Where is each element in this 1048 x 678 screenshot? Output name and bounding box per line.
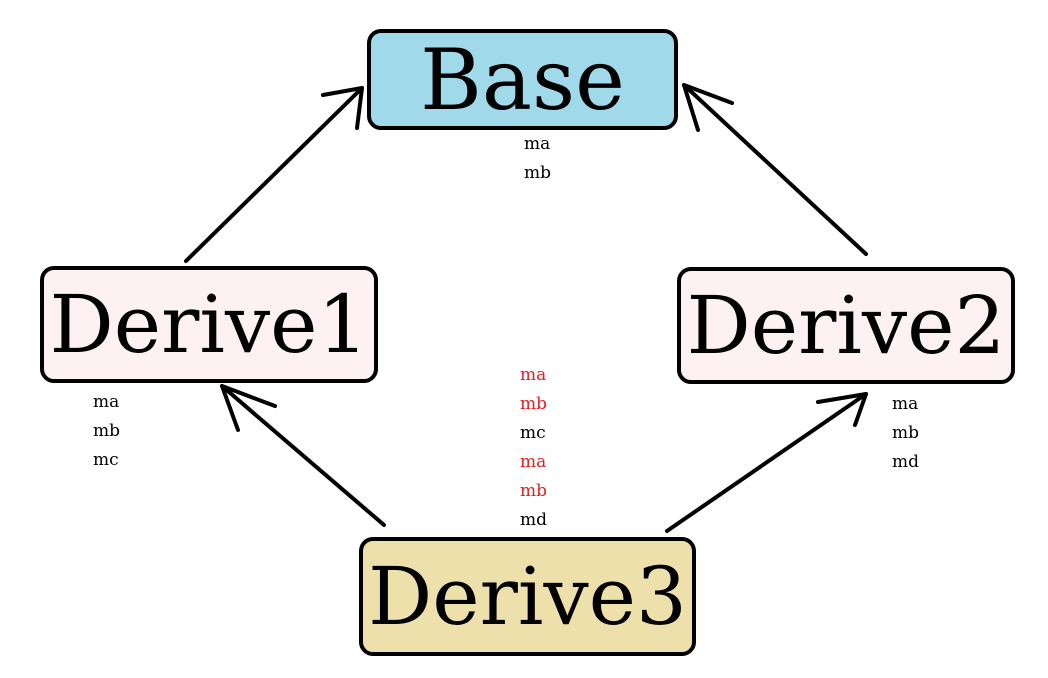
- member-item: mb: [93, 421, 121, 441]
- arrow-derive3-to-derive2: [665, 392, 868, 533]
- derive3-member-list: ma mb mc ma mb md: [520, 361, 547, 535]
- base-class-label: Base: [420, 30, 625, 129]
- derive3-class-label: Derive3: [368, 549, 687, 643]
- member-item: mc: [520, 423, 546, 443]
- derive1-class-box: Derive1: [40, 266, 378, 383]
- base-class-box: Base: [367, 29, 678, 130]
- member-item: mb: [524, 163, 552, 183]
- derive3-class-box: Derive3: [359, 537, 696, 656]
- member-item: ma: [93, 392, 120, 412]
- member-item: mc: [93, 450, 119, 470]
- member-item: ma: [520, 365, 547, 385]
- arrow-derive3-to-derive1: [220, 384, 386, 527]
- arrow-derive2-to-base: [682, 83, 868, 256]
- member-item: ma: [524, 134, 551, 154]
- member-item: ma: [520, 452, 547, 472]
- derive1-class-label: Derive1: [49, 277, 369, 371]
- derive2-member-list: ma mb md: [892, 390, 919, 477]
- base-member-list: ma mb: [524, 130, 551, 188]
- derive1-member-list: ma mb mc: [93, 388, 120, 475]
- arrow-derive1-to-base: [184, 86, 364, 263]
- derive2-class-label: Derive2: [686, 278, 1006, 372]
- member-item: mb: [520, 394, 548, 414]
- derive2-class-box: Derive2: [677, 267, 1015, 384]
- member-item: md: [892, 452, 920, 472]
- member-item: mb: [892, 423, 920, 443]
- member-item: mb: [520, 481, 548, 501]
- member-item: md: [520, 510, 548, 530]
- member-item: ma: [892, 394, 919, 414]
